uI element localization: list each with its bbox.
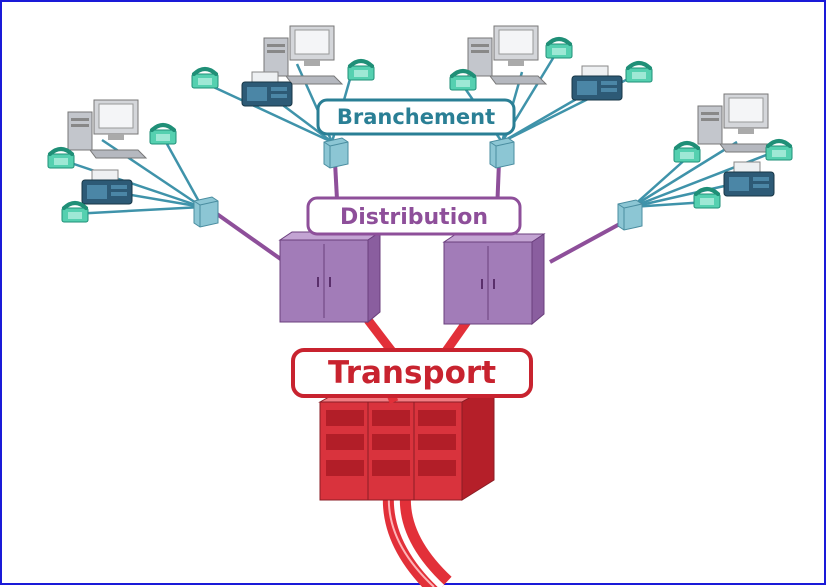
branchement-label-box: Branchement — [316, 98, 516, 136]
phone-icon — [148, 123, 178, 146]
transport-label-box: Transport — [291, 348, 533, 398]
computer-icon — [67, 99, 147, 159]
transport-cable — [382, 493, 452, 587]
fax-icon — [241, 71, 293, 107]
street-cabinet-left — [279, 231, 381, 323]
central-office-building — [318, 383, 496, 501]
splitter-box-top-left — [323, 137, 349, 169]
splitter-box-right — [617, 199, 643, 231]
distribution-label: Distribution — [340, 205, 488, 230]
phone-icon — [46, 147, 76, 170]
phone-icon — [692, 187, 722, 210]
phone-icon — [764, 139, 794, 162]
computer-icon — [467, 25, 547, 85]
phone-icon — [190, 67, 220, 90]
branchement-label: Branchement — [337, 105, 495, 129]
fax-icon — [723, 161, 775, 197]
distribution-label-box: Distribution — [306, 196, 522, 236]
splitter-box-top-right — [489, 137, 515, 169]
transport-label: Transport — [328, 355, 496, 391]
phone-icon — [544, 37, 574, 60]
phone-icon — [448, 69, 478, 92]
fax-icon — [571, 65, 623, 101]
fax-icon — [81, 169, 133, 205]
phone-icon — [624, 61, 654, 84]
phone-icon — [672, 141, 702, 164]
splitter-box-left — [193, 196, 219, 228]
phone-icon — [60, 201, 90, 224]
phone-icon — [346, 59, 376, 82]
street-cabinet-right — [443, 233, 545, 325]
